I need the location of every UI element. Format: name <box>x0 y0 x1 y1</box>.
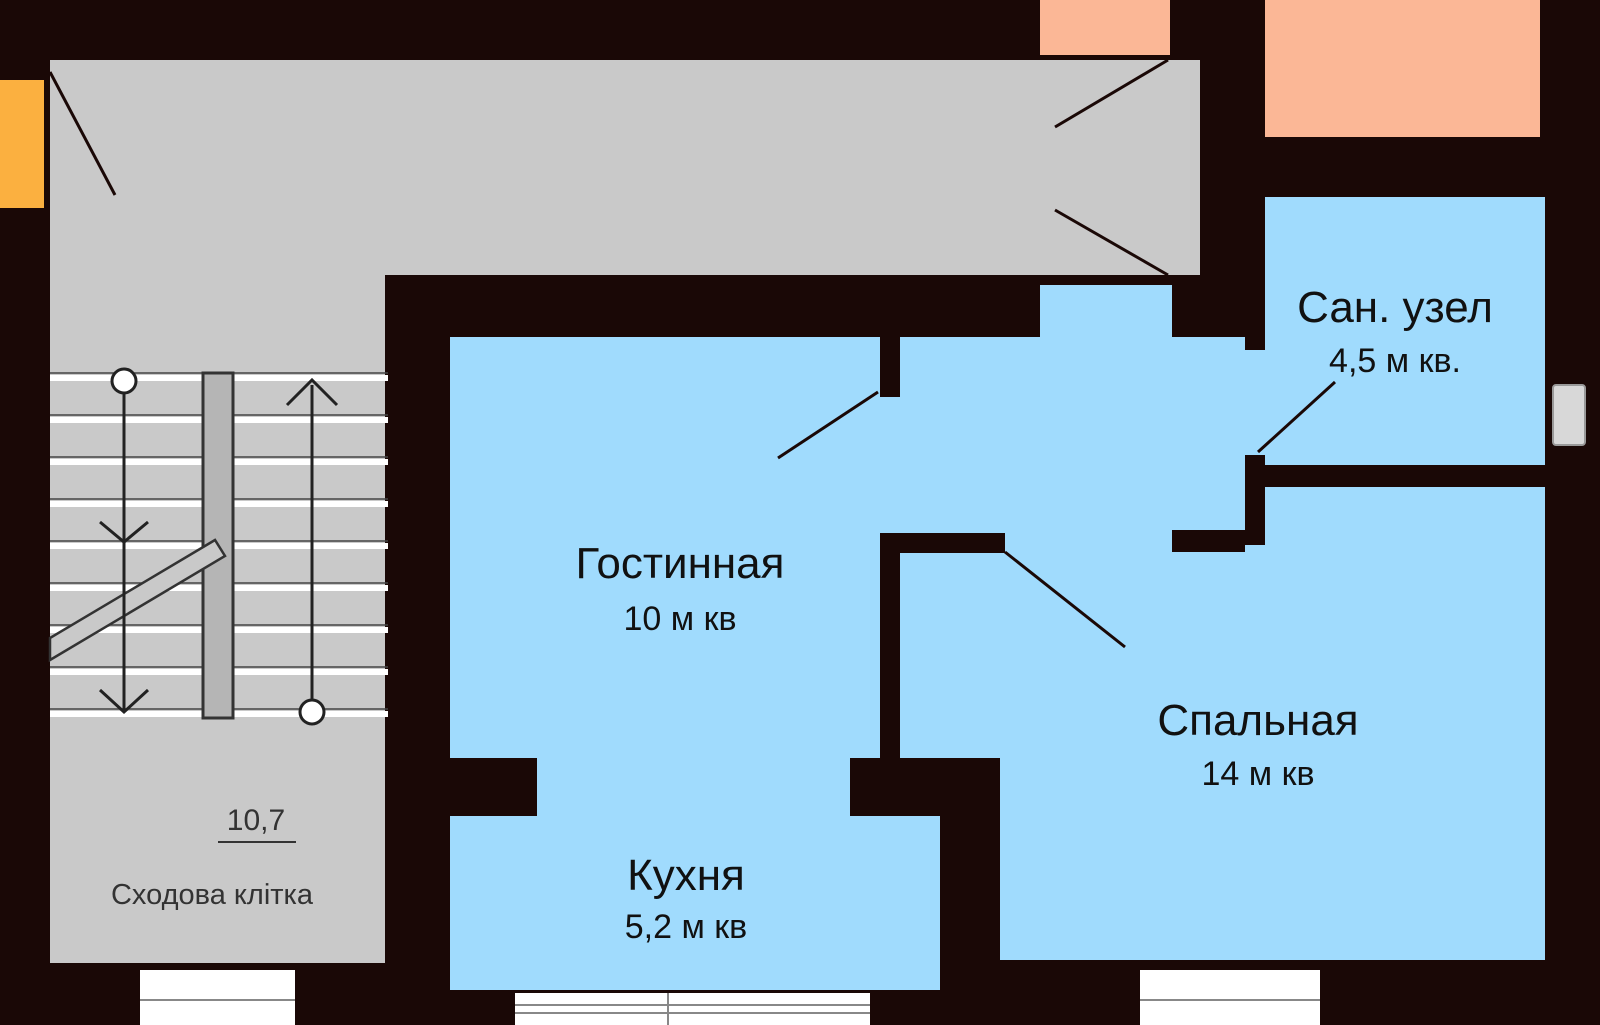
stairwell-label: Сходова клітка <box>111 879 314 911</box>
windows <box>140 970 1320 1025</box>
bathroom-name: Сан. узел <box>1297 283 1493 332</box>
bedroom-name: Спальная <box>1157 696 1358 745</box>
door-swings <box>48 58 1337 649</box>
living-room-area: 10 м кв <box>623 600 736 638</box>
kitchen-area: 5,2 м кв <box>625 908 747 946</box>
staircase <box>48 367 388 726</box>
living-room-name: Гостинная <box>576 539 785 588</box>
vent-duct <box>1552 384 1586 446</box>
bathroom-area: 4,5 м кв. <box>1329 342 1461 380</box>
apartment-area <box>450 197 1545 990</box>
neighbor-zone-right <box>1265 0 1540 137</box>
kitchen-name: Кухня <box>627 851 745 900</box>
accent-marker <box>0 80 44 208</box>
corridor <box>50 60 1200 963</box>
neighbor-zone-left <box>1040 0 1170 55</box>
stairwell-number: 10,7 <box>227 804 285 837</box>
inner-walls <box>450 197 1545 816</box>
bedroom-area: 14 м кв <box>1201 755 1314 793</box>
